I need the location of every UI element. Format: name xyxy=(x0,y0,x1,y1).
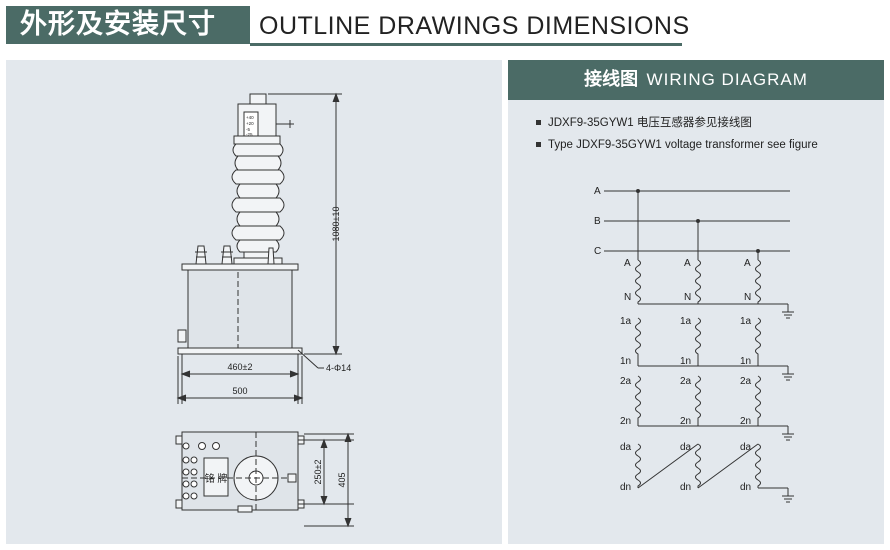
delta-top-label: da xyxy=(620,442,632,453)
base-inner-dimension-label: 460±2 xyxy=(228,362,253,372)
base-plate xyxy=(177,347,303,355)
secondary-2-bottom-label: 2n xyxy=(680,416,691,427)
note-item: Type JDXF9-35GYW1 voltage transformer se… xyxy=(536,134,818,156)
secondary-1-bottom-label: 1n xyxy=(620,356,631,367)
tank-lid xyxy=(181,263,299,271)
nameplate-label: 铭 牌 xyxy=(205,472,228,485)
secondary-2-windings xyxy=(635,375,794,441)
bullet-icon xyxy=(536,142,541,147)
height-dimension-label: 1080±10 xyxy=(331,207,341,242)
terminal-block xyxy=(182,442,220,500)
plan-dimensions xyxy=(298,432,354,528)
thermo-label-4: -25 xyxy=(246,132,253,137)
insulator-sheds xyxy=(231,143,285,253)
secondary-2-top-label: 2a xyxy=(680,376,692,387)
secondary-2-top-label: 2a xyxy=(620,376,632,387)
secondary-1-top-label: 1a xyxy=(740,316,752,327)
secondary-2-top-label: 2a xyxy=(740,376,752,387)
delta-bottom-label: dn xyxy=(740,482,751,493)
wiring-header: 接线图 WIRING DIAGRAM xyxy=(508,60,884,100)
secondary-1-bottom-label: 1n xyxy=(740,356,751,367)
secondary-1-windings xyxy=(635,317,794,381)
base-dimensions xyxy=(176,349,324,404)
primary-top-label: A xyxy=(744,258,751,269)
primary-top-label: A xyxy=(624,258,631,269)
note-text: JDXF9-35GYW1 电压互感器参见接线图 xyxy=(548,117,752,129)
bus-label-b: B xyxy=(594,216,601,227)
secondary-1-top-label: 1a xyxy=(620,316,632,327)
secondary-2-bottom-label: 2n xyxy=(620,416,631,427)
wiring-panel: 接线图 WIRING DIAGRAM JDXF9-35GYW1 电压互感器参见接… xyxy=(508,60,884,544)
title-underline xyxy=(250,43,682,46)
bus-label-a: A xyxy=(594,186,601,197)
thermo-label-1: +40 xyxy=(246,115,254,120)
primary-bottom-label: N xyxy=(624,292,631,303)
plan-inner-dimension-label: 250±2 xyxy=(313,460,323,485)
secondary-2-bottom-label: 2n xyxy=(740,416,751,427)
wiring-notes: JDXF9-35GYW1 电压互感器参见接线图 Type JDXF9-35GYW… xyxy=(536,112,818,156)
primary-bottom-label: N xyxy=(684,292,691,303)
title-chinese: 外形及安装尺寸 xyxy=(6,6,250,44)
page-header: 外形及安装尺寸 OUTLINE DRAWINGS DIMENSIONS xyxy=(0,0,890,52)
delta-bottom-label: dn xyxy=(680,482,691,493)
delta-top-label: da xyxy=(740,442,752,453)
primary-bottom-label: N xyxy=(744,292,751,303)
primary-top-label: A xyxy=(684,258,691,269)
hole-dimension-label: 4-Φ14 xyxy=(326,363,351,373)
secondary-1-top-label: 1a xyxy=(680,316,692,327)
tank-body xyxy=(187,269,293,351)
title-english: OUTLINE DRAWINGS DIMENSIONS xyxy=(259,12,690,40)
wiring-title-chinese: 接线图 xyxy=(584,69,639,90)
plan-outer-dimension-label: 405 xyxy=(337,472,347,487)
delta-bottom-label: dn xyxy=(620,482,631,493)
height-dimension xyxy=(268,92,342,356)
bullet-icon xyxy=(536,120,541,125)
thermo-label-2: +20 xyxy=(246,121,254,126)
primary-windings xyxy=(635,259,794,319)
outline-drawing-panel: 1080±10 460±2 500 4-Φ14 250±2 405 +40 +2… xyxy=(6,60,502,544)
wiring-title-english: WIRING DIAGRAM xyxy=(646,70,808,89)
delta-top-label: da xyxy=(680,442,692,453)
note-item: JDXF9-35GYW1 电压互感器参见接线图 xyxy=(536,112,818,134)
thermo-label-3: -5 xyxy=(246,127,250,132)
secondary-1-bottom-label: 1n xyxy=(680,356,691,367)
low-voltage-bushings xyxy=(195,245,275,265)
open-delta-windings xyxy=(635,443,794,503)
outline-drawing: 1080±10 460±2 500 4-Φ14 250±2 405 +40 +2… xyxy=(175,92,354,528)
top-cap xyxy=(249,93,267,105)
bus-label-c: C xyxy=(594,246,601,257)
base-outer-dimension-label: 500 xyxy=(232,386,247,396)
wiring-diagram: A B C A A A N N N 1a 1a 1a 1n 1n 1n 2a 2… xyxy=(594,186,794,503)
note-text: Type JDXF9-35GYW1 voltage transformer se… xyxy=(548,139,818,151)
